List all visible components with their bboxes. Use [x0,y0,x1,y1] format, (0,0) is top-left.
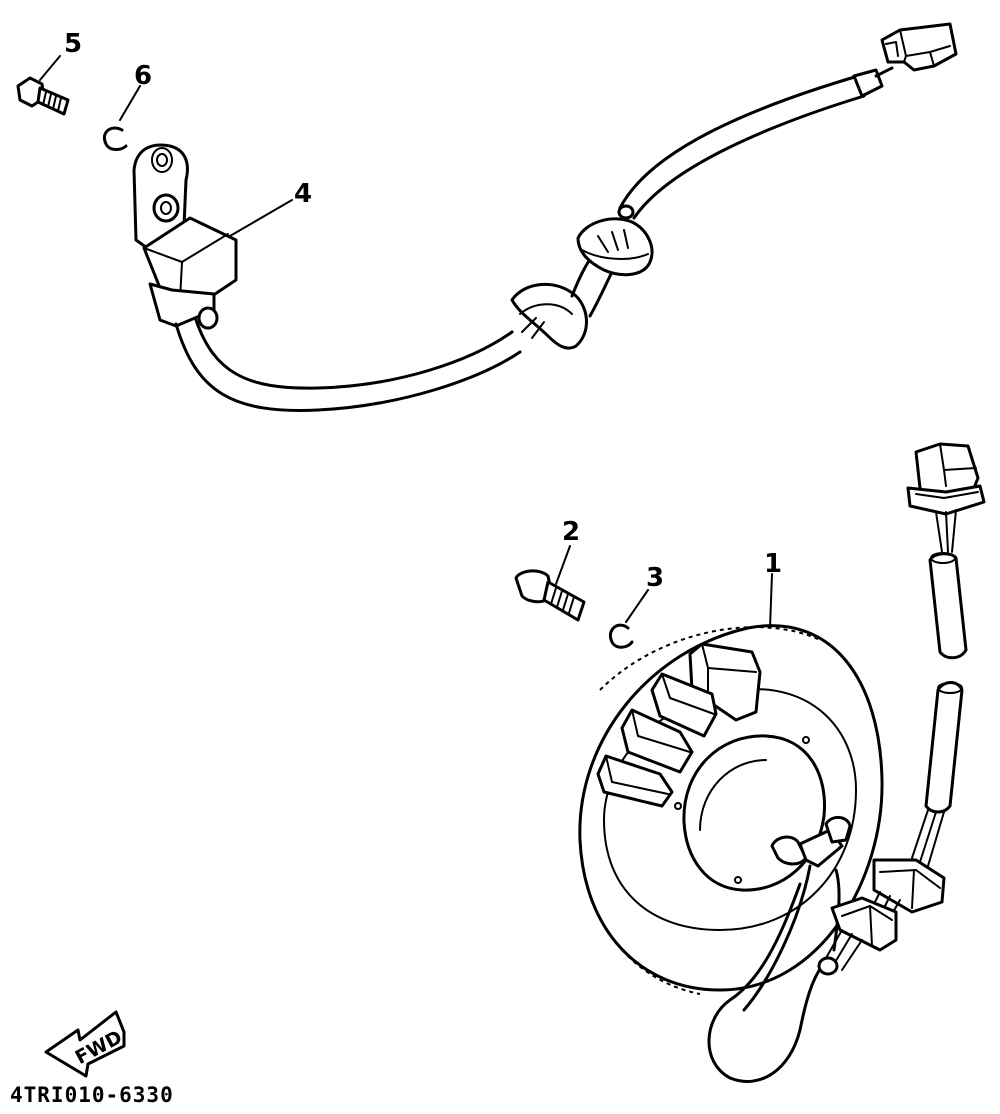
pickup-coil-part-4 [132,22,958,412]
callout-2: 2 [562,517,580,547]
callout-4: 4 [294,179,312,209]
stator-lead-connectors [817,442,986,976]
bolt-part-5 [16,55,70,116]
callout-1: 1 [764,549,782,579]
drawing-code: 4TRI010-6330 [10,1083,174,1107]
fwd-direction-arrow: FWD [44,1010,126,1078]
callout-3: 3 [646,563,664,593]
callout-6: 6 [134,61,152,91]
bolt-part-2 [514,545,586,622]
clip-part-3 [609,589,649,649]
clip-part-6 [103,85,141,151]
stator-part-1 [578,573,884,1083]
callout-5: 5 [64,29,82,59]
